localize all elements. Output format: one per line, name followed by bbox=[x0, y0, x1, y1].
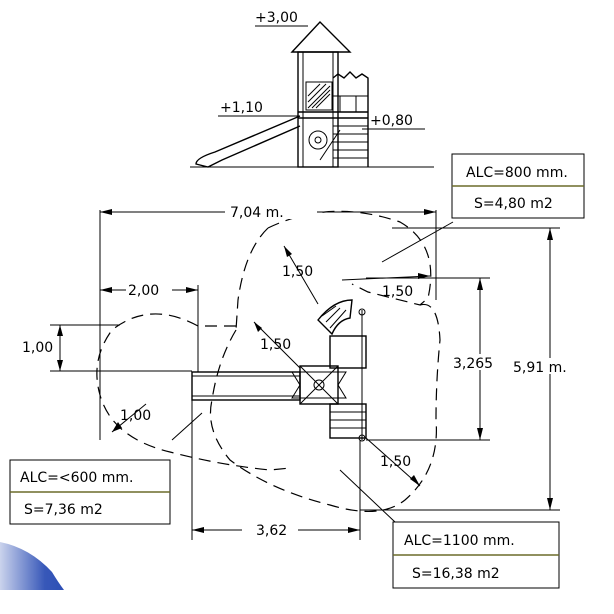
slide bbox=[195, 115, 301, 168]
leader-lower bbox=[339, 469, 396, 523]
safety-zone-lower bbox=[209, 303, 441, 512]
total-depth-label: 5,91 m. bbox=[513, 360, 567, 376]
dim-total-depth: 5,91 m. bbox=[360, 227, 590, 511]
zone-left-area: S=7,36 m2 bbox=[24, 502, 103, 518]
zone-box-lower: ALC=1100 mm. S=16,38 m2 bbox=[392, 521, 560, 589]
dim-left-depth: 1,00 bbox=[22, 324, 192, 372]
corner-radius-label: 1,00 bbox=[120, 408, 151, 424]
activity-wheel bbox=[308, 130, 328, 150]
radius-top-right-label: 1,50 bbox=[382, 284, 413, 300]
bottom-width-label: 3,62 bbox=[256, 523, 287, 539]
climbing-panel bbox=[305, 81, 333, 111]
brand-logo-swoosh bbox=[0, 542, 64, 590]
radius-top-label: 1,50 bbox=[282, 264, 313, 280]
dim-bottom-width: 3,62 bbox=[191, 400, 361, 540]
step-height-label: +0,80 bbox=[370, 113, 413, 129]
leader-left bbox=[171, 412, 203, 441]
left-depth-label: 1,00 bbox=[22, 340, 53, 356]
plan-view: 7,04 m. 2,00 1,00 1,00 bbox=[22, 203, 590, 540]
dim-radius-center: 1,50 bbox=[253, 321, 301, 369]
dim-inner-depth: 3,265 bbox=[366, 277, 500, 441]
dim-radius-bottom-right: 1,50 bbox=[365, 437, 421, 487]
leader-upper bbox=[381, 221, 454, 263]
stairs-plan bbox=[329, 403, 367, 439]
elevation-view: +3,00 +1,10 +0,80 bbox=[190, 10, 434, 168]
zone-lower-alc: ALC=1100 mm. bbox=[404, 533, 515, 549]
radius-center-label: 1,50 bbox=[260, 337, 291, 353]
radius-bottom-right-label: 1,50 bbox=[380, 454, 411, 470]
zone-upper-alc: ALC=800 mm. bbox=[466, 165, 568, 181]
dim-total-width: 7,04 m. bbox=[99, 203, 437, 440]
curved-railing bbox=[317, 299, 353, 336]
side-tower bbox=[332, 71, 369, 167]
platform-plan bbox=[329, 335, 367, 369]
dim-corner: 1,00 bbox=[111, 403, 151, 433]
zone-box-upper: ALC=800 mm. S=4,80 m2 bbox=[451, 153, 585, 219]
zone-lower-area: S=16,38 m2 bbox=[412, 566, 500, 582]
zone-upper-area: S=4,80 m2 bbox=[474, 196, 553, 212]
left-offset-label: 2,00 bbox=[128, 283, 159, 299]
dim-radius-top-right: 1,50 bbox=[341, 273, 431, 300]
total-width-label: 7,04 m. bbox=[230, 205, 284, 221]
zone-box-left: ALC=<600 mm. S=7,36 m2 bbox=[9, 459, 171, 525]
tower-frame bbox=[297, 51, 339, 168]
dim-radius-top: 1,50 bbox=[282, 245, 319, 305]
stairs bbox=[319, 125, 368, 161]
inner-depth-label: 3,265 bbox=[453, 356, 493, 372]
safety-zone-upper-left bbox=[235, 227, 269, 331]
top-height-label: +3,00 bbox=[255, 10, 298, 26]
dim-left-offset: 2,00 bbox=[100, 281, 199, 372]
slide-height-label: +1,10 bbox=[220, 100, 263, 116]
zone-left-alc: ALC=<600 mm. bbox=[20, 470, 134, 486]
